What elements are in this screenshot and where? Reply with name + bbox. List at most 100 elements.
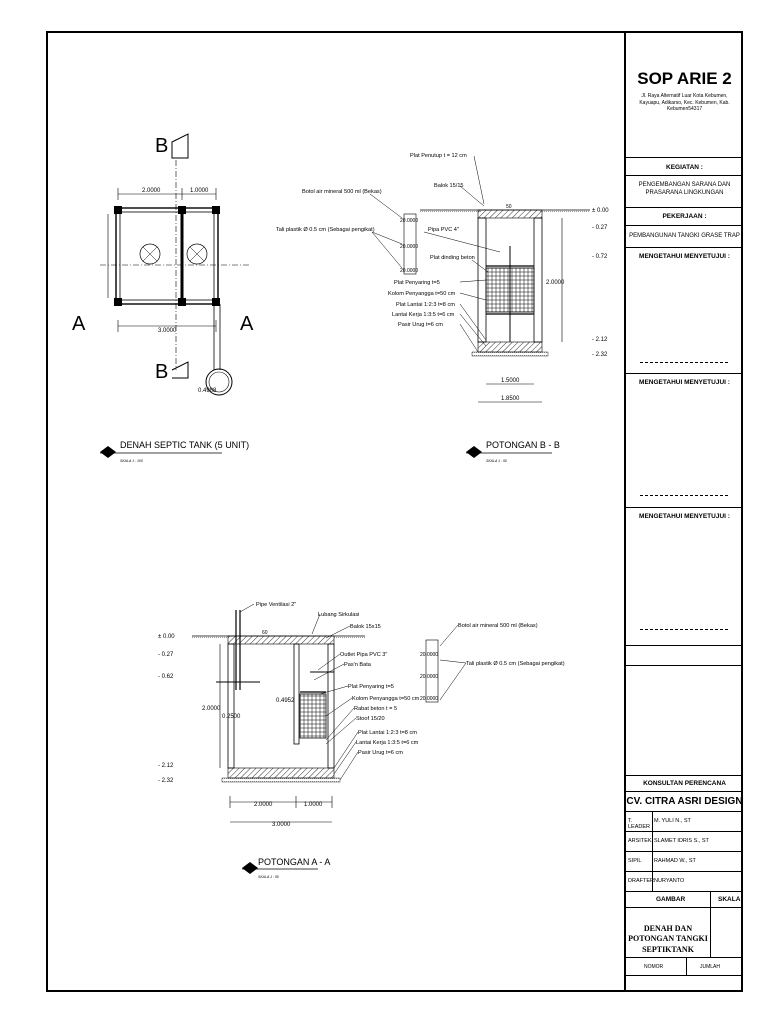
team-role-0: T. LEADER xyxy=(628,818,651,830)
pekerjaan-cell: PEKERJAAN : xyxy=(626,208,743,226)
section-b-scale: SKALA 1 : 50 xyxy=(486,459,507,463)
sb-dim-inner: 1.5000 xyxy=(501,378,520,384)
sa-level-2: - 0.62 xyxy=(158,674,174,680)
company-address: Jl. Raya Alternatif Luar Kota Kebumen, K… xyxy=(639,93,730,112)
signature-line-1 xyxy=(640,362,728,363)
plan-marker-a-right: A xyxy=(240,313,254,335)
sa-label-1: Lubang Sirkulasi xyxy=(318,612,359,618)
sa-label-6: Kolom Penyangga t=50 cm xyxy=(352,696,420,702)
plan-dim-top-right: 1.0000 xyxy=(190,188,209,194)
sb-dim-outer: 1.8500 xyxy=(501,396,520,402)
team-row-0: T. LEADER M. YULI N., ST xyxy=(626,812,743,832)
kegiatan-value-cell: PENGEMBANGAN SARANA DAN PRASARANA LINGKU… xyxy=(626,176,743,208)
sb-label-3: Tali plastik Ø 0.5 cm (Sebagai pengikat) xyxy=(276,227,375,233)
plan-scale: SKALA 1 : 100 xyxy=(120,459,143,463)
sa-label-12: Botol air mineral 500 ml (Bekas) xyxy=(458,623,538,629)
sa-label-0: Pipe Ventilasi 2" xyxy=(256,602,296,608)
section-b-title: POTONGAN B - B xyxy=(486,440,560,450)
konsultan-name: CV. CITRA ASRI DESIGN xyxy=(626,796,743,807)
title-block: SOP ARIE 2 Jl. Raya Alternatif Luar Kota… xyxy=(624,31,743,992)
gambar-value: DENAH DAN POTONGAN TANGKI SEPTIKTANK xyxy=(628,924,708,954)
sa-level-3: - 2.12 xyxy=(158,763,174,769)
team-role-1: ARSITEK xyxy=(628,838,652,844)
sa-label-8: Stoof 15/20 xyxy=(356,716,385,722)
team-role-3: DRAFTER xyxy=(628,878,654,884)
team-row-3: DRAFTER NURYANTO xyxy=(626,872,743,892)
sb-label-5: Plat dinding beton xyxy=(430,255,475,261)
kegiatan-label: KEGIATAN : xyxy=(666,164,703,171)
nomor-cell: NOMOR JUMLAH xyxy=(626,958,743,976)
sb-level-2: - 0.72 xyxy=(592,254,608,260)
sa-label-3: Outlet Pipa PVC 3" xyxy=(340,652,387,658)
sb-level-3: - 2.12 xyxy=(592,337,608,343)
plan-marker-a-left: A xyxy=(72,313,86,335)
sb-bottle-dim-2: 20.0000 xyxy=(400,268,418,274)
sa-label-7: Rabat beton t = 5 xyxy=(354,706,397,712)
kegiatan-value: PENGEMBANGAN SARANA DAN PRASARANA LINGKU… xyxy=(638,182,731,196)
pekerjaan-label: PEKERJAAN : xyxy=(662,213,707,220)
nomor-label: NOMOR xyxy=(644,964,664,970)
plan-dim-bottom: 3.0000 xyxy=(158,328,177,334)
blank-cell-1 xyxy=(626,646,743,666)
section-arrow-top-icon xyxy=(171,133,189,159)
skala-label: SKALA xyxy=(718,896,741,903)
approval-cell-1: MENGETAHUI MENYETUJUI : xyxy=(626,248,743,374)
sb-label-0: Plat Penutup t = 12 cm xyxy=(410,153,467,159)
section-a-view: ± 0.00 - 0.27 - 0.62 - 2.12 - 2.32 2.000… xyxy=(158,602,565,879)
blank-cell-2 xyxy=(626,666,743,776)
sa-label-11: Pasir Urug t=6 cm xyxy=(358,750,403,756)
company-name: SOP ARIE 2 xyxy=(637,69,732,88)
sb-level-1: - 0.27 xyxy=(592,225,608,231)
sb-label-1: Botol air mineral 500 ml (Bekas) xyxy=(302,189,382,195)
sa-level-0: ± 0.00 xyxy=(158,634,175,640)
sa-bottle-dim-2: 20.0000 xyxy=(420,696,438,702)
sa-level-4: - 2.32 xyxy=(158,778,174,784)
sa-label-13: Tali plastik Ø 0.5 cm (Sebagai pengikat) xyxy=(466,661,565,667)
signature-line-2 xyxy=(640,495,728,496)
sb-label-9: Lantai Kerja 1:3:5 t=6 cm xyxy=(392,312,455,318)
sb-bottle-dim-0: 20.0000 xyxy=(400,218,418,224)
plan-dim-pipe: 0.4988 xyxy=(198,388,217,394)
cover-slab xyxy=(477,209,543,219)
sb-label-4: Pipa PVC 4" xyxy=(428,227,459,233)
sb-level-0: ± 0.00 xyxy=(592,208,609,214)
approval-label-3: MENGETAHUI MENYETUJUI : xyxy=(639,513,730,520)
sb-label-7: Kolom Penyangga t=50 cm xyxy=(388,291,456,297)
team-row-2: SIPIL RAHMAD W., ST xyxy=(626,852,743,872)
nomor-divider xyxy=(686,958,687,976)
sa-dim-right: 1.0000 xyxy=(304,802,323,808)
drawing-sheet xyxy=(46,31,743,992)
konsultan-cell: KONSULTAN PERENCANA xyxy=(626,776,743,792)
plan-marker-b-bottom: B xyxy=(155,361,168,383)
team-name-0: M. YULI N., ST xyxy=(654,818,691,824)
konsultan-name-cell: CV. CITRA ASRI DESIGN xyxy=(626,792,743,812)
team-role-2: SIPIL xyxy=(628,858,642,864)
sa-label-10: Lantai Kerja 1:3:5 t=6 cm xyxy=(356,740,419,746)
gambar-label: GAMBAR xyxy=(656,896,686,903)
section-b-view: ± 0.00 - 0.27 - 0.72 - 2.12 - 2.32 2.000… xyxy=(276,153,609,463)
approval-cell-2: MENGETAHUI MENYETUJUI : xyxy=(626,374,743,508)
sb-label-8: Plat Lantai 1:2:3 t=8 cm xyxy=(396,302,455,308)
approval-label-2: MENGETAHUI MENYETUJUI : xyxy=(639,379,730,386)
section-a-title: POTONGAN A - A xyxy=(258,857,330,867)
sa-bottle-dim-1: 20.0000 xyxy=(420,674,438,680)
plan-marker-b-top: B xyxy=(155,135,168,157)
sa-level-1: - 0.27 xyxy=(158,652,174,658)
sb-label-10: Pasir Urug t=6 cm xyxy=(398,322,443,328)
sa-dim-inlet: 0.2500 xyxy=(222,714,241,720)
approval-cell-3: MENGETAHUI MENYETUJUI : xyxy=(626,508,743,646)
sb-level-4: - 2.32 xyxy=(592,352,608,358)
sb-label-2: Balok 15/15 xyxy=(434,183,464,189)
sa-dim-height: 2.0000 xyxy=(202,706,221,712)
sa-dim-cover: 60 xyxy=(262,630,268,636)
sb-dim-height: 2.0000 xyxy=(546,280,565,286)
signature-line-3 xyxy=(640,629,728,630)
sa-bottle-dim-0: 20.0000 xyxy=(420,652,438,658)
konsultan-label: KONSULTAN PERENCANA xyxy=(643,780,726,787)
sa-dim-outlet: 0.4952 xyxy=(276,698,295,704)
pekerjaan-value: PEMBANGUNAN TANGKI GRASE TRAP xyxy=(629,233,740,239)
approval-label-1: MENGETAHUI MENYETUJUI : xyxy=(639,253,730,260)
team-name-1: SLAMET IDRIS S., ST xyxy=(654,838,709,844)
sb-bottle-dim-1: 20.0000 xyxy=(400,244,418,250)
sa-dim-left: 2.0000 xyxy=(254,802,273,808)
